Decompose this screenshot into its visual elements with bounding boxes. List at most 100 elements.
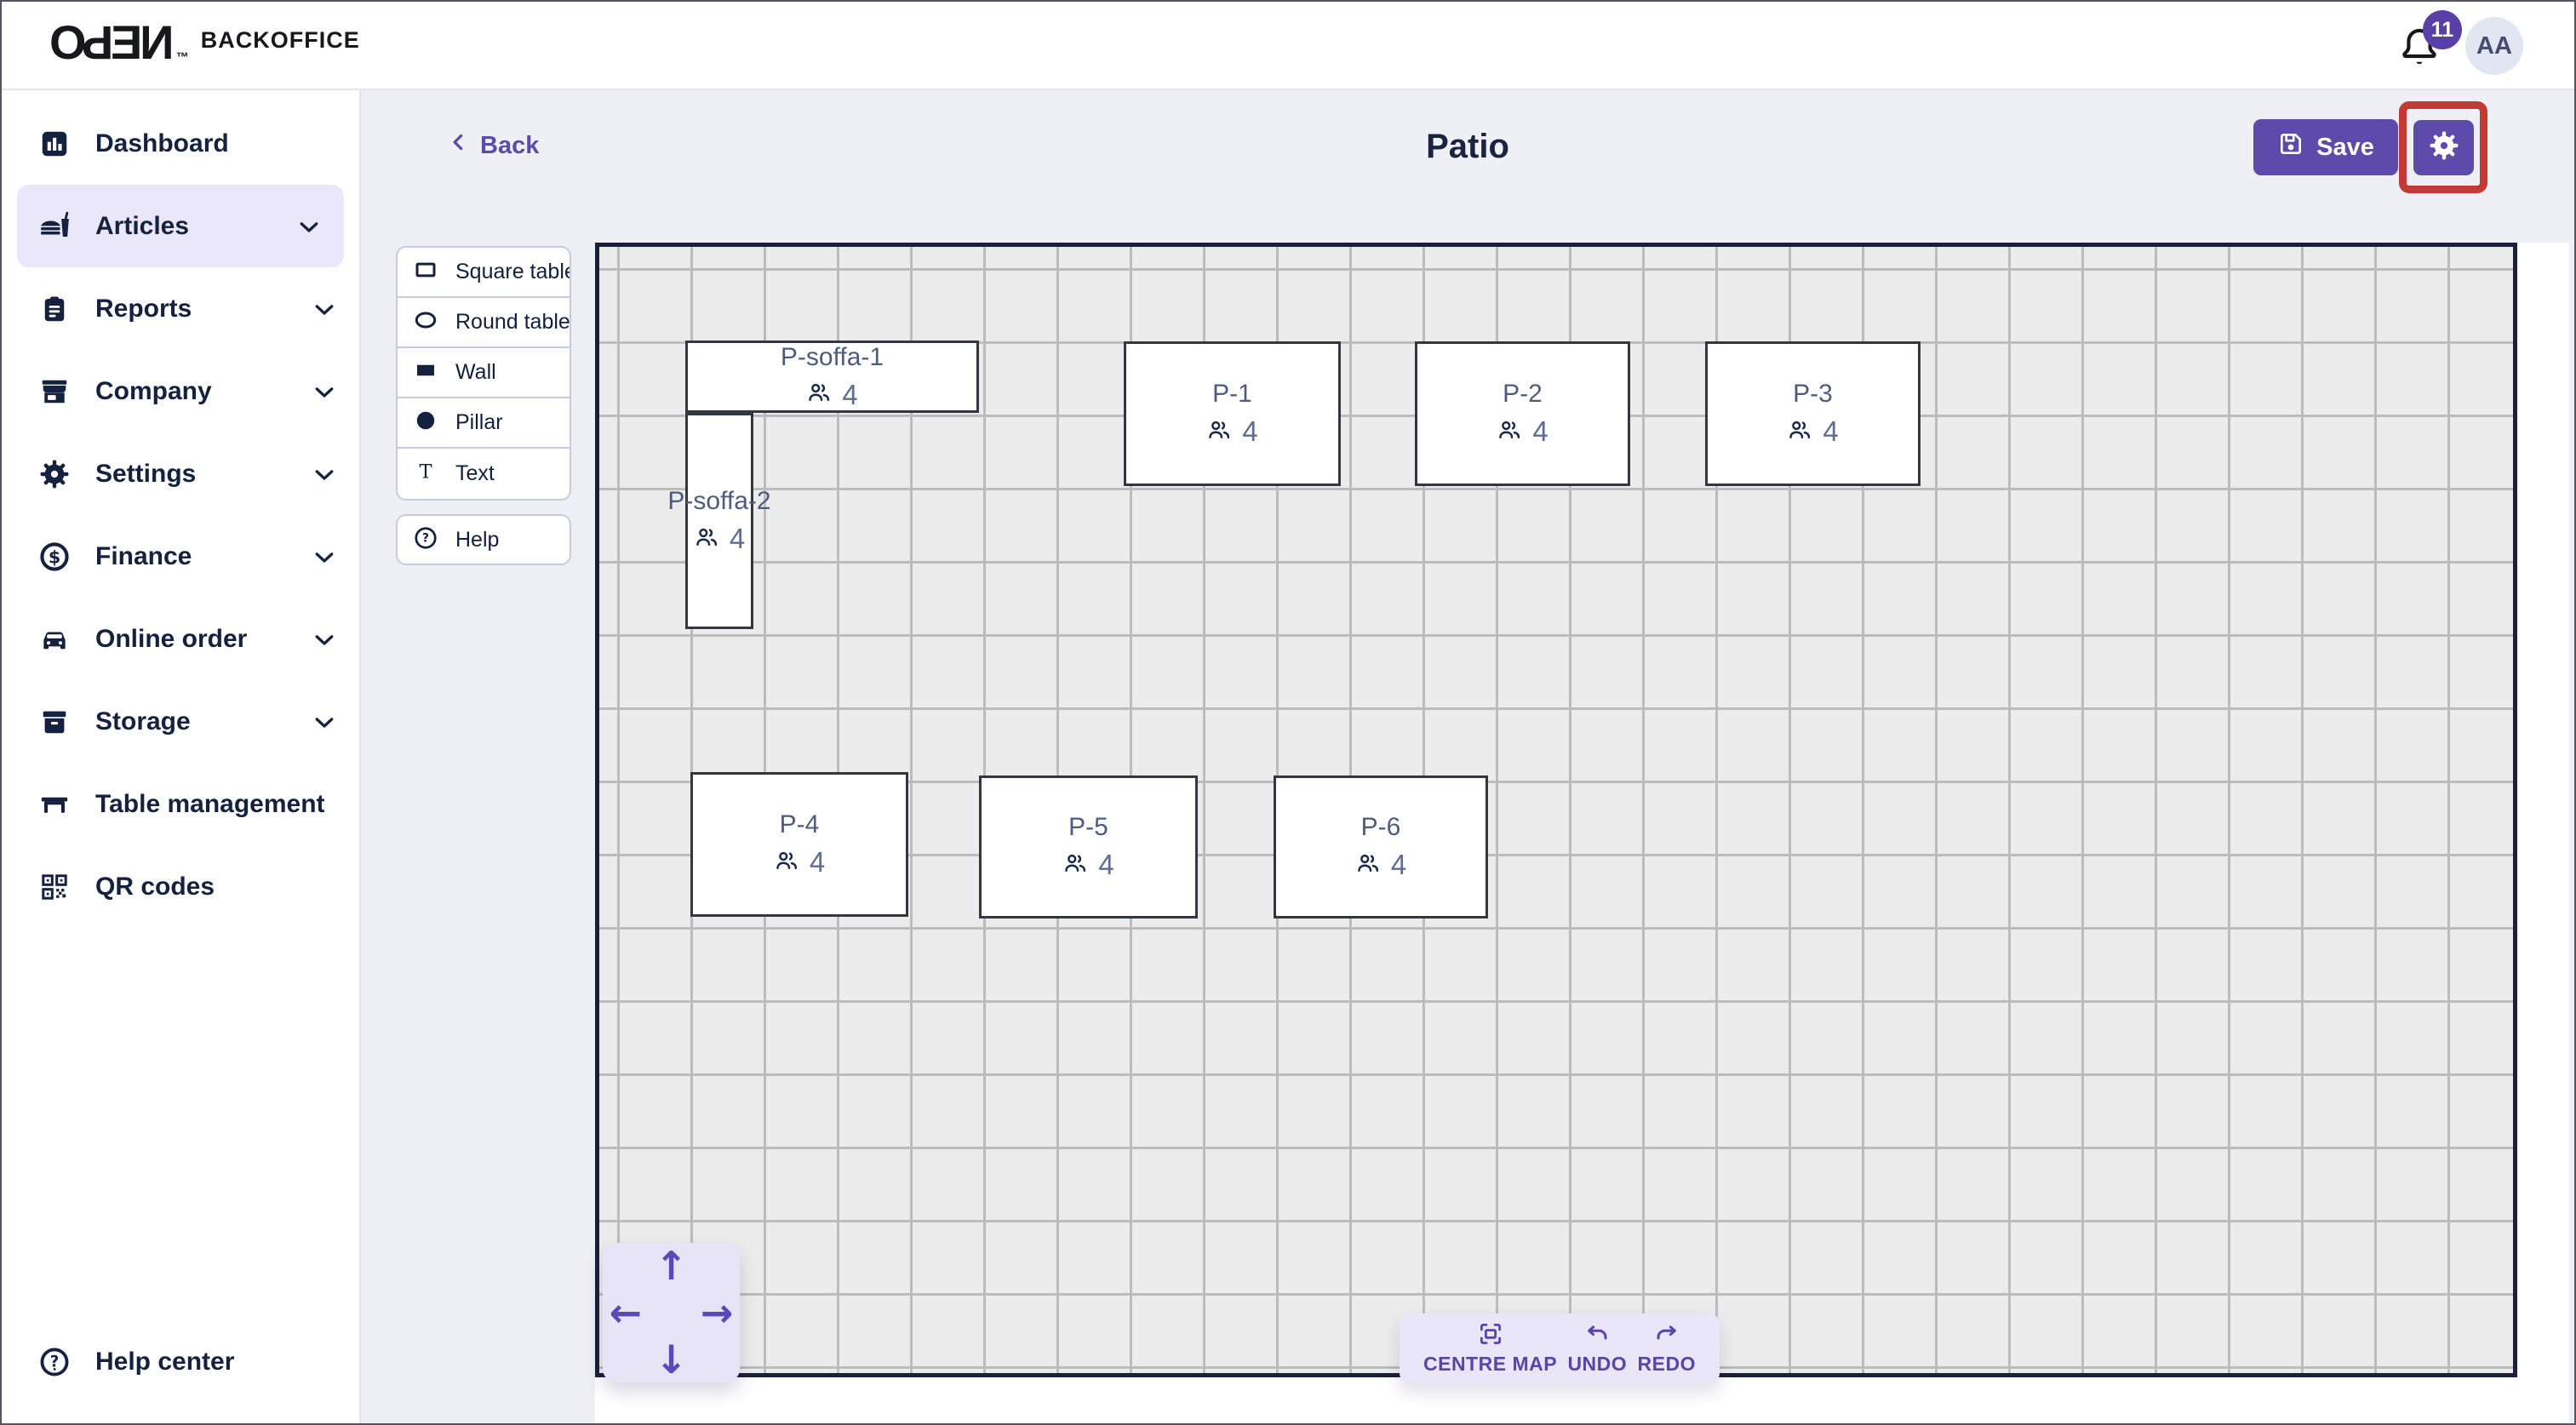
arrow-right-icon: →: [700, 1289, 734, 1336]
sidebar-item-label: Articles: [95, 211, 190, 240]
sidebar-item-table-management[interactable]: Table management: [2, 763, 359, 845]
logo-letter: E: [112, 15, 143, 69]
table-icon: [37, 787, 72, 821]
save-button[interactable]: Save: [2253, 119, 2398, 175]
sidebar-item-label: Table management: [95, 789, 325, 818]
table-name: P-soffa-2: [667, 487, 771, 515]
pan-left-button[interactable]: ←: [603, 1290, 649, 1336]
chevron-down-icon: [312, 627, 337, 652]
sidebar-item-articles[interactable]: Articles: [17, 185, 344, 267]
avatar[interactable]: AA: [2465, 17, 2523, 75]
gear-icon: [2428, 129, 2460, 166]
palette-item-label: Round table: [455, 310, 570, 334]
palette-item-wall[interactable]: Wall: [398, 348, 570, 398]
notifications-button[interactable]: 11: [2397, 10, 2462, 75]
chevron-left-icon: [448, 129, 470, 162]
wall-icon: [413, 358, 438, 387]
palette-item-label: Wall: [455, 360, 496, 384]
sidebar-item-qr-codes[interactable]: QR codes: [2, 845, 359, 928]
logo-trademark: ™: [175, 50, 189, 65]
map-pan-control: ↑ ← → ↓: [603, 1243, 740, 1382]
dashboard-icon: [37, 127, 72, 161]
centre-map-icon: [1478, 1321, 1503, 1351]
text-icon: T: [413, 459, 438, 489]
floor-table[interactable]: P-soffa-1 4: [685, 341, 979, 413]
seats-icon: [1787, 417, 1812, 447]
chevron-down-icon: [312, 709, 337, 735]
table-seats: 4: [729, 523, 746, 554]
palette-help-button[interactable]: ? Help: [396, 514, 571, 565]
logo-letter: N: [142, 15, 175, 69]
seats-icon: [1206, 417, 1232, 447]
sidebar-item-label: Company: [95, 376, 212, 405]
floor-table[interactable]: P-3 4: [1705, 341, 1921, 486]
round-table-icon: [413, 307, 438, 337]
pan-up-button[interactable]: ↑: [649, 1243, 695, 1290]
sidebar-item-reports[interactable]: Reports: [2, 267, 359, 350]
floor-table[interactable]: P-1 4: [1124, 341, 1341, 486]
table-seats: 4: [1532, 415, 1548, 447]
sidebar-item-finance[interactable]: $ Finance: [2, 515, 359, 598]
logo-suffix: BACKOFFICE: [200, 26, 360, 53]
bell-icon: [2397, 28, 2441, 75]
centre-map-label: CENTRE MAP: [1423, 1353, 1558, 1375]
centre-map-button[interactable]: CENTRE MAP: [1423, 1321, 1557, 1376]
sidebar-item-label: Finance: [95, 541, 192, 570]
svg-text:?: ?: [422, 531, 429, 545]
table-seats: 4: [842, 378, 858, 410]
palette-item-square-table[interactable]: Square table: [398, 248, 570, 298]
sidebar-item-settings[interactable]: Settings: [2, 432, 359, 515]
square-table-icon: [413, 257, 438, 287]
sidebar-item-online-order[interactable]: Online order: [2, 598, 359, 680]
pan-right-button[interactable]: →: [694, 1290, 740, 1336]
sidebar-item-label: Storage: [95, 707, 191, 735]
sidebar-item-help-center[interactable]: ? Help center: [2, 1320, 359, 1403]
gear-icon: [37, 457, 72, 491]
floor-table[interactable]: P-5 4: [979, 775, 1198, 919]
palette-item-text[interactable]: T Text: [398, 449, 570, 499]
sidebar-item-label: Help center: [95, 1347, 235, 1376]
undo-label: UNDO: [1567, 1353, 1628, 1375]
pan-down-button[interactable]: ↓: [649, 1336, 695, 1382]
help-icon: ?: [413, 525, 438, 555]
floor-table[interactable]: P-6 4: [1274, 775, 1488, 919]
save-floppy-icon: [2277, 130, 2304, 164]
table-name: P-4: [779, 810, 820, 838]
floor-table[interactable]: P-2 4: [1415, 341, 1630, 486]
chevron-down-icon: [296, 214, 322, 239]
sidebar-item-storage[interactable]: Storage: [2, 680, 359, 763]
svg-text:T: T: [419, 461, 432, 484]
table-seats: 4: [1242, 415, 1258, 447]
seats-icon: [1497, 417, 1522, 447]
chevron-down-icon: [312, 544, 337, 569]
sidebar-item-dashboard[interactable]: Dashboard: [2, 102, 359, 185]
sidebar-item-label: Settings: [95, 459, 197, 488]
back-button[interactable]: Back: [448, 129, 539, 162]
arrow-up-icon: ↑: [655, 1243, 688, 1290]
palette-item-round-table[interactable]: Round table: [398, 298, 570, 348]
qr-code-icon: [37, 870, 72, 904]
back-label: Back: [480, 131, 540, 159]
redo-label: REDO: [1637, 1353, 1696, 1375]
map-settings-button[interactable]: [2413, 120, 2474, 175]
floor-table[interactable]: P-soffa-2 4: [667, 413, 771, 629]
table-name: P-2: [1503, 380, 1543, 408]
table-seats: 4: [1823, 415, 1839, 447]
sidebar-item-company[interactable]: Company: [2, 350, 359, 432]
svg-text:?: ?: [50, 1353, 60, 1371]
floor-plan-canvas[interactable]: P-soffa-1 4 P-soffa-2 4 P-1 4 P-2 4 P-3 …: [595, 243, 2517, 1377]
redo-button[interactable]: REDO: [1638, 1321, 1696, 1376]
car-icon: [37, 622, 72, 656]
palette-item-label: Help: [455, 527, 500, 552]
palette-item-pillar[interactable]: Pillar: [398, 398, 570, 449]
finance-icon: $: [37, 540, 72, 574]
undo-button[interactable]: UNDO: [1567, 1321, 1627, 1376]
floor-table[interactable]: P-4 4: [690, 772, 908, 917]
logo-letter: P: [83, 16, 113, 70]
table-name: P-soffa-1: [780, 342, 884, 371]
table-seats: 4: [809, 846, 826, 878]
logo-letter: O: [49, 15, 87, 69]
